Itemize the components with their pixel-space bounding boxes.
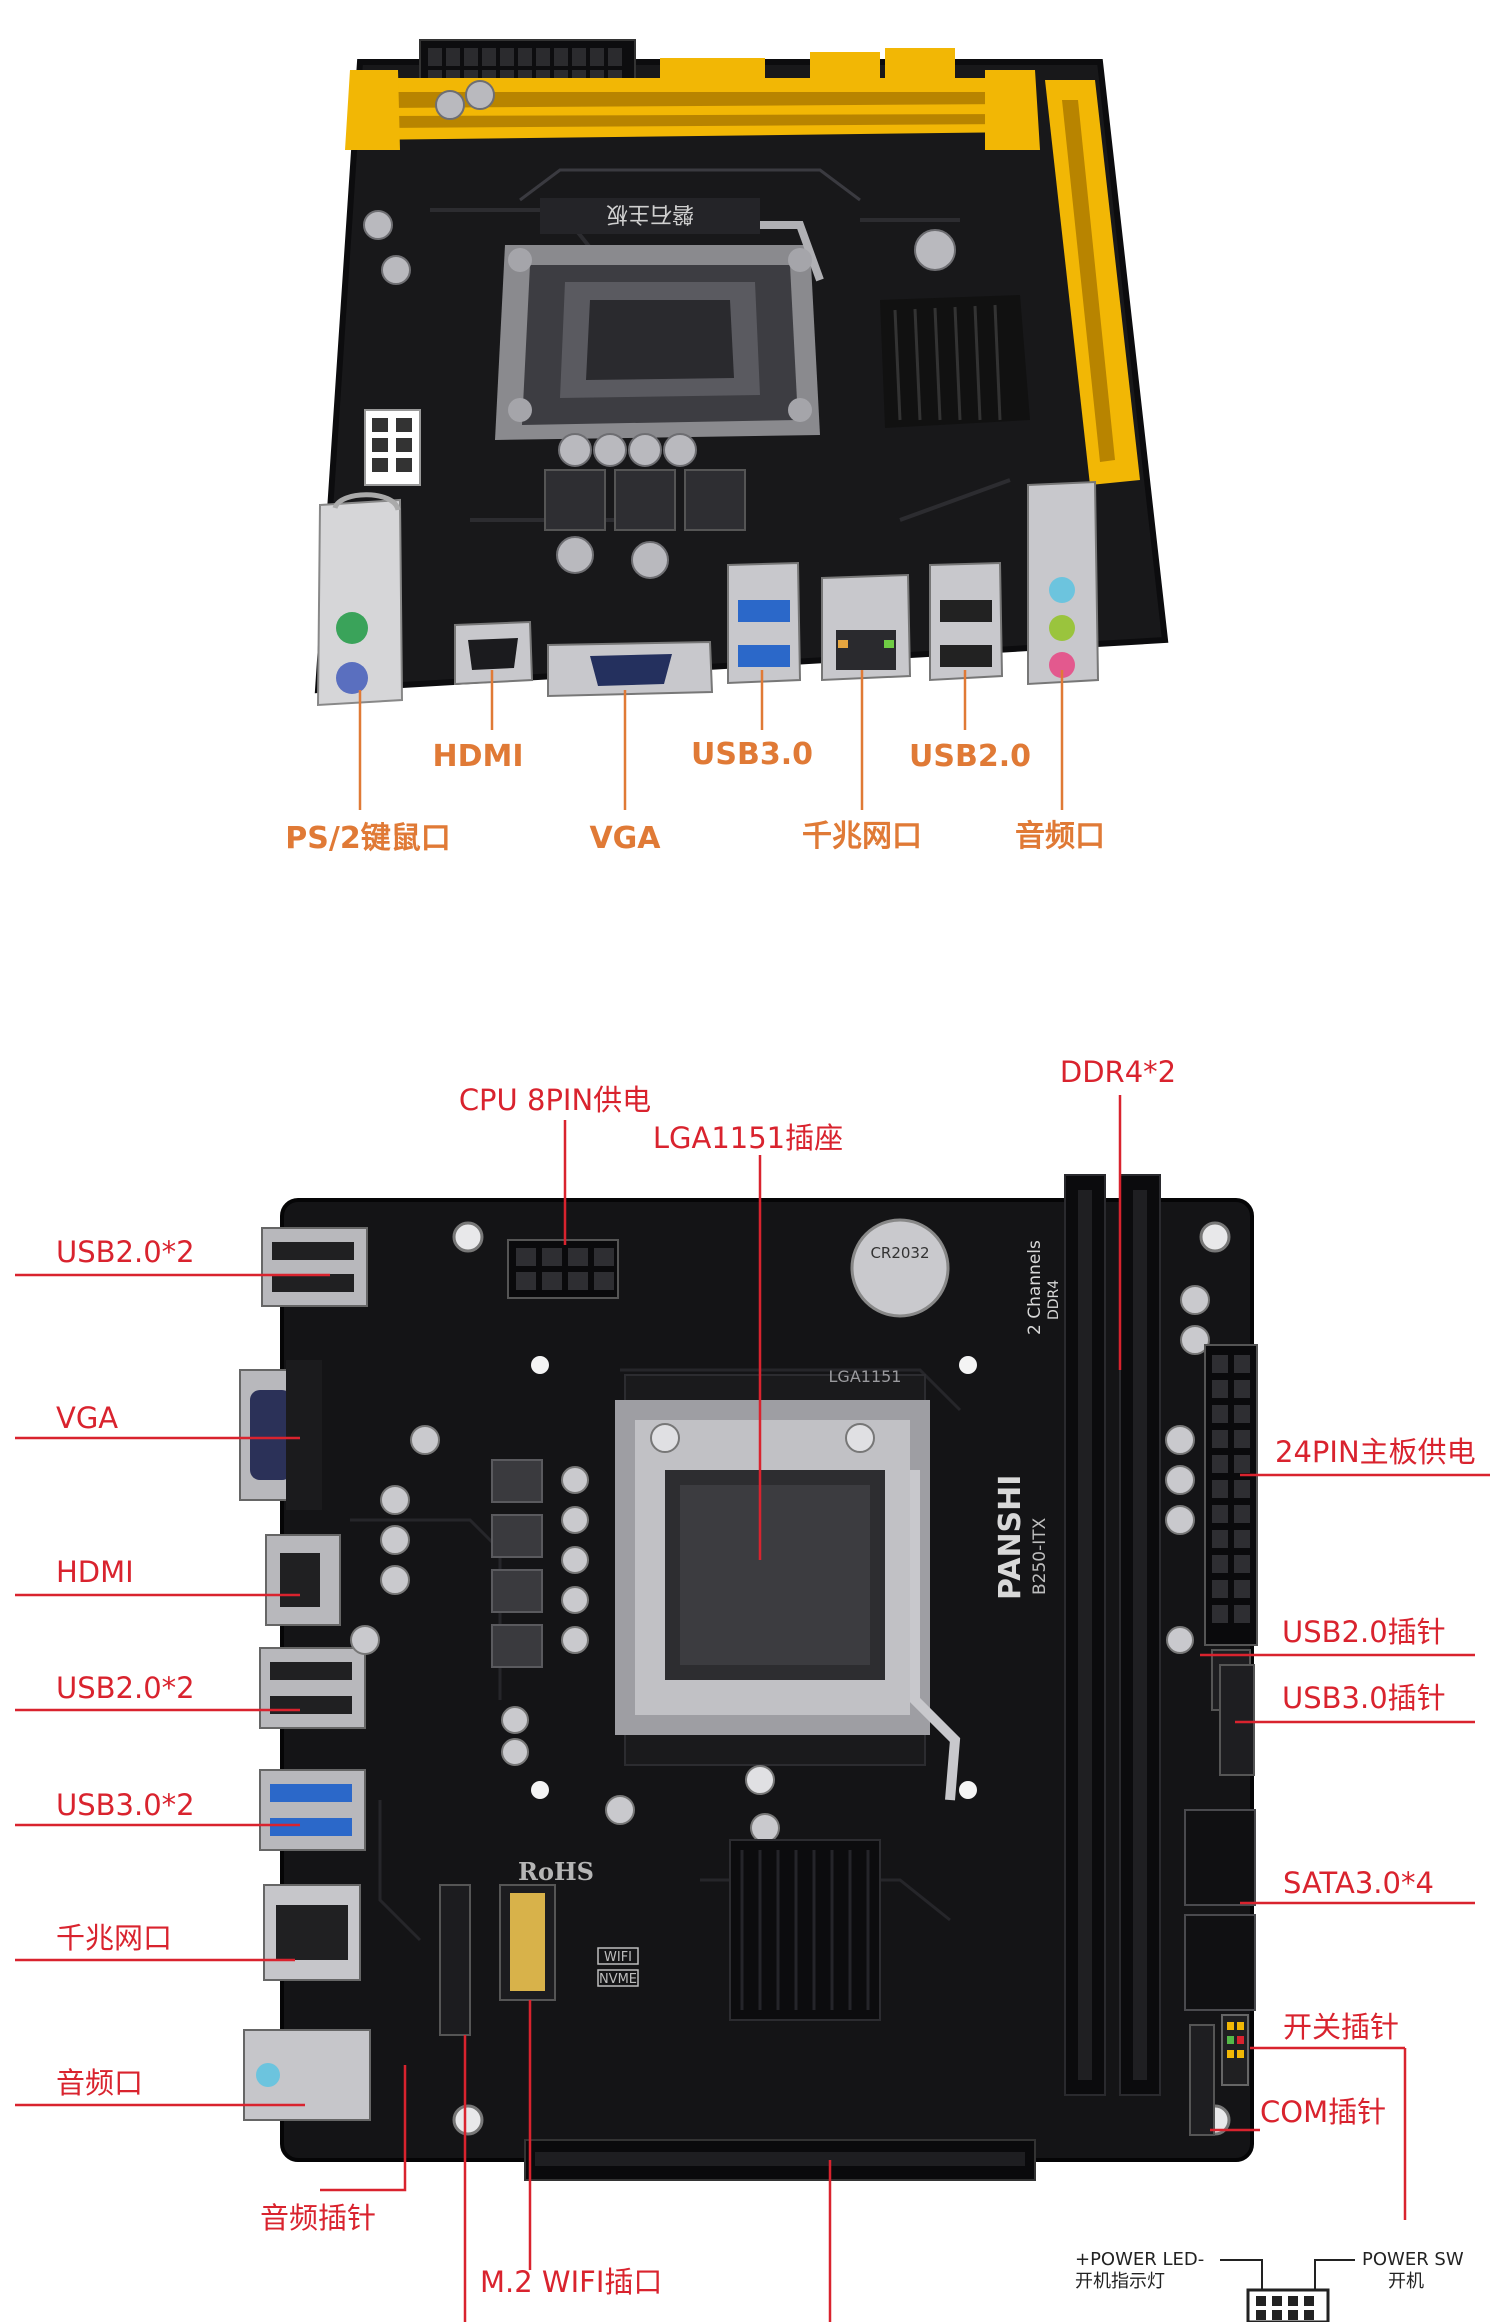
label-cpu-power: CPU 8PIN供电 (459, 1083, 651, 1117)
bottom-pcie-slot (524, 2139, 1036, 2181)
label-top-ps2: PS/2键鼠口 (285, 821, 450, 856)
top-io-usb30 (727, 561, 802, 685)
bottom-atx24 (1204, 1344, 1258, 1646)
bottom-io-usb20-b (259, 1647, 366, 1729)
rohs-silk: RoHS (518, 1857, 594, 1886)
label-usb30-header: USB3.0插针 (1282, 1681, 1446, 1715)
label-power-sw-header: 开关插针 (1283, 2010, 1399, 2044)
bottom-io-audio (243, 2029, 371, 2121)
label-usb20-header: USB2.0插针 (1282, 1615, 1446, 1649)
label-top-usb20: USB2.0 (909, 739, 1031, 774)
fp-power-sw-cn: 开机 (1388, 2271, 1424, 2292)
label-top-hdmi: HDMI (432, 739, 523, 774)
bottom-brand-silk: PANSHI B250-ITX (993, 1475, 1050, 1600)
fp-power-led: +POWER LED- (1075, 2249, 1204, 2270)
label-m2-wifi: M.2 WIFI插口 (480, 2265, 662, 2299)
fp-power-led-cn: 开机指示灯 (1075, 2271, 1165, 2292)
label-vga: VGA (56, 1401, 118, 1435)
bottom-io-usb30 (259, 1769, 366, 1851)
fp-power-sw: POWER SW (1362, 2249, 1464, 2270)
bottom-vrm (350, 1285, 1210, 1843)
bottom-io-usb20-a (261, 1227, 368, 1307)
top-cpu8pin (364, 409, 421, 486)
bottom-heatsink (729, 1839, 881, 2021)
label-hdmi: HDMI (56, 1555, 134, 1589)
label-usb20-x2-b: USB2.0*2 (56, 1671, 195, 1705)
label-top-lan: 千兆网口 (802, 819, 922, 854)
bottom-io-hdmi (265, 1534, 341, 1626)
bottom-io-vga (239, 1360, 322, 1510)
top-io-audio (1027, 480, 1100, 686)
label-audio-header: 音频插针 (260, 2201, 376, 2235)
label-lan: 千兆网口 (56, 1921, 172, 1955)
bottom-board-view: CR2032 LGA1151 2 Channels (0, 1020, 1500, 2322)
bottom-leaders (15, 1095, 1490, 2322)
bottom-usb30-header (1219, 1664, 1255, 1776)
top-board-illustration: 磐石主板 (285, 39, 1169, 856)
top-io-lan (821, 573, 912, 682)
nvme-silk: NVME (599, 1972, 637, 1987)
top-cpu-socket (495, 221, 824, 440)
label-com-header: COM插针 (1260, 2095, 1386, 2129)
model-silk: B250-ITX (1030, 1517, 1050, 1595)
socket-silk: LGA1151 (829, 1367, 902, 1386)
top-leaders (358, 670, 1064, 810)
label-usb20-x2-a: USB2.0*2 (56, 1235, 195, 1269)
brand-silk: PANSHI (993, 1475, 1028, 1600)
channels-silk: 2 Channels (1025, 1240, 1045, 1335)
battery-silk: CR2032 (870, 1244, 929, 1262)
top-io-usb20 (929, 561, 1004, 682)
top-io-vga (547, 640, 714, 698)
top-silk-logo: 磐石主板 (540, 198, 760, 234)
top-board-view: 磐石主板 (0, 0, 1500, 880)
bottom-fp-header (1221, 2014, 1249, 2086)
top-chokes (544, 469, 746, 531)
label-top-vga: VGA (589, 821, 661, 856)
top-dimm-slots (345, 70, 1040, 150)
top-io-ps2 (316, 492, 404, 707)
front-panel-diagram: +POWER LED- 开机指示灯 POWER SW 开机 (1075, 2249, 1464, 2322)
bottom-io-lan (263, 1884, 361, 1981)
wifi-silk: WIFI (604, 1950, 632, 1965)
bottom-dimm-slots: 2 Channels DDR4 (1025, 1174, 1161, 2096)
bottom-cpu8pin (507, 1239, 619, 1299)
bottom-board-illustration: CR2032 LGA1151 2 Channels (15, 1055, 1490, 2322)
bottom-cpu-socket: LGA1151 (615, 1367, 961, 1801)
bottom-battery: CR2032 (850, 1218, 950, 1318)
top-capacitors (363, 80, 956, 579)
bottom-sata-ports (1184, 1809, 1256, 2011)
top-pcie-slot (1045, 80, 1140, 485)
label-socket: LGA1151插座 (653, 1121, 843, 1155)
label-sata: SATA3.0*4 (1283, 1866, 1434, 1900)
label-atx24: 24PIN主板供电 (1275, 1435, 1476, 1469)
bottom-com-header (1189, 2024, 1215, 2136)
label-top-usb30: USB3.0 (691, 737, 813, 772)
top-brand-silk: 磐石主板 (606, 201, 694, 226)
label-audio: 音频口 (56, 2066, 143, 2100)
ddr-silk: DDR4 (1046, 1280, 1062, 1320)
bottom-m2-slots: WIFI NVME (439, 1884, 639, 2036)
top-io-hdmi (454, 620, 534, 686)
label-ddr4: DDR4*2 (1060, 1055, 1176, 1089)
top-heatsink (880, 295, 1030, 428)
label-top-audio: 音频口 (1015, 819, 1105, 854)
label-usb30-x2: USB3.0*2 (56, 1788, 195, 1822)
